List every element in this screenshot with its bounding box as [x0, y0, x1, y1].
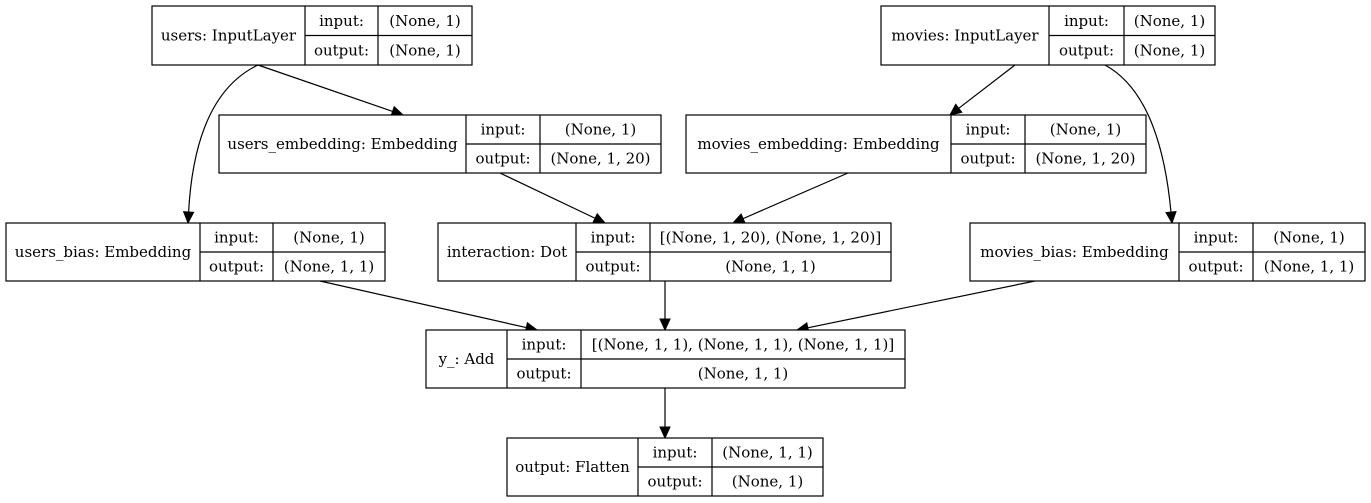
edge-line — [499, 172, 596, 219]
input-port-label: input: — [481, 121, 526, 139]
edge-movies-embedding-to-interaction — [731, 172, 849, 224]
output-shape-value: (None, 1, 1) — [698, 365, 789, 383]
layer-node-users: users: InputLayer input: output: (None, 1) (… — [151, 5, 473, 66]
edge-interaction-to-y- — [659, 281, 671, 332]
edge-movies-bias-to-y- — [795, 280, 1036, 334]
layer-name: movies: InputLayer — [891, 27, 1039, 45]
edge-movies-to-movies-embedding — [949, 64, 1016, 116]
input-shape-value: (None, 1) — [1273, 229, 1344, 247]
input-port-label: input: — [966, 121, 1011, 139]
output-shape-value: (None, 1, 20) — [1035, 150, 1135, 168]
input-port-label: input: — [214, 229, 259, 247]
layer-name: interaction: Dot — [447, 243, 567, 261]
output-shape-value: (None, 1) — [732, 473, 803, 491]
output-port-label: output: — [1188, 258, 1243, 276]
layer-node-movies-embedding: movies_embedding: Embedding input: output:… — [685, 114, 1147, 174]
edge-line — [1104, 64, 1172, 213]
input-shape-value: (None, 1) — [1134, 12, 1205, 30]
edge-y--to-output — [659, 388, 671, 440]
edge-users-to-users-embedding — [257, 64, 405, 117]
output-port-label: output: — [516, 365, 571, 383]
output-shape-value: (None, 1, 1) — [284, 258, 375, 276]
output-shape-value: (None, 1, 1) — [1264, 258, 1355, 276]
arrowhead-icon — [1165, 211, 1177, 225]
arrowhead-icon — [949, 103, 963, 116]
output-shape-value: (None, 1, 20) — [550, 150, 650, 168]
layer-name: movies_embedding: Embedding — [697, 135, 940, 153]
output-port-label: output: — [585, 258, 640, 276]
input-port-label: input: — [653, 444, 698, 462]
output-port-label: output: — [647, 473, 702, 491]
input-port-label: input: — [591, 229, 636, 247]
input-shape-value: [(None, 1, 20), (None, 1, 20)] — [660, 229, 881, 247]
layer-node-movies-bias: movies_bias: Embedding input: output: (None… — [969, 222, 1366, 282]
arrowhead-icon — [659, 426, 671, 440]
layer-name: users_embedding: Embedding — [227, 135, 458, 153]
output-port-label: output: — [475, 150, 530, 168]
layer-name: users_bias: Embedding — [15, 243, 192, 261]
output-shape-value: (None, 1) — [1134, 41, 1205, 59]
edge-line — [319, 280, 527, 329]
edge-movies-to-movies-bias — [1104, 64, 1177, 225]
output-port-label: output: — [1059, 41, 1114, 59]
arrowhead-icon — [731, 213, 746, 224]
output-port-label: output: — [960, 150, 1015, 168]
edge-users-bias-to-y- — [319, 280, 539, 334]
input-port-label: input: — [319, 12, 364, 30]
input-shape-value: (None, 1) — [1050, 121, 1121, 139]
input-shape-value: (None, 1) — [389, 12, 460, 30]
edge-users-to-users-bias — [182, 64, 259, 225]
arrowhead-icon — [659, 318, 671, 332]
layer-node-interaction: interaction: Dot input: output: [(None, 1, … — [437, 222, 892, 282]
nodes-layer: users: InputLayer input: output: (None, 1) (… — [5, 5, 1366, 497]
layer-node-users-bias: users_bias: Embedding input: output: (None,… — [5, 222, 386, 282]
edges-layer — [182, 64, 1177, 440]
edge-line — [807, 280, 1036, 329]
input-shape-value: (None, 1) — [293, 229, 364, 247]
layer-name: movies_bias: Embedding — [980, 243, 1169, 261]
edge-line — [257, 64, 393, 112]
output-port-label: output: — [209, 258, 264, 276]
input-shape-value: (None, 1) — [565, 121, 636, 139]
output-shape-value: (None, 1) — [389, 41, 460, 59]
layer-node-users-embedding: users_embedding: Embedding input: output: (… — [218, 114, 662, 174]
layer-node-output: output: Flatten input: output: (None, 1, 1)… — [506, 437, 824, 497]
layer-name: output: Flatten — [515, 458, 630, 476]
layer-name: y_: Add — [438, 350, 495, 368]
edge-line — [742, 172, 849, 220]
arrowhead-icon — [592, 212, 607, 224]
input-port-label: input: — [1194, 229, 1239, 247]
output-shape-value: (None, 1, 1) — [725, 258, 816, 276]
input-port-label: input: — [1064, 12, 1109, 30]
edge-users-embedding-to-interaction — [499, 172, 607, 224]
layer-node-y-: y_: Add input: output: [(None, 1, 1), (None… — [425, 329, 906, 389]
output-port-label: output: — [314, 41, 369, 59]
arrowhead-icon — [182, 211, 195, 225]
edge-line — [188, 64, 259, 213]
layer-name: users: InputLayer — [161, 27, 297, 45]
edge-line — [958, 64, 1016, 109]
layer-node-movies: movies: InputLayer input: output: (None, 1)… — [880, 5, 1216, 66]
input-shape-value: [(None, 1, 1), (None, 1, 1), (None, 1, 1… — [592, 336, 894, 354]
input-shape-value: (None, 1, 1) — [722, 444, 813, 462]
input-port-label: input: — [522, 336, 567, 354]
